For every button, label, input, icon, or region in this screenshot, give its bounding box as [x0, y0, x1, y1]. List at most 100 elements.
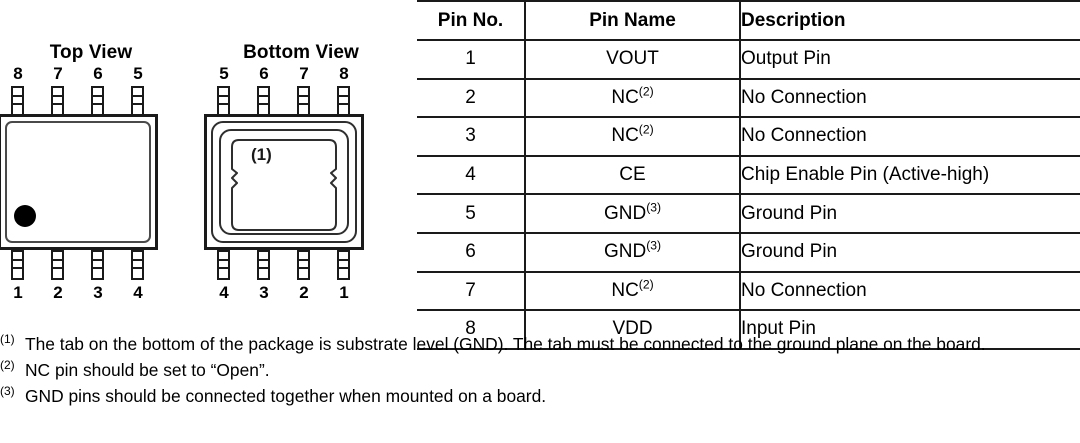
footnote-2-text: NC pin should be set to “Open”. — [25, 359, 270, 380]
bv-lead-4 — [217, 250, 230, 280]
cell-description: No Connection — [740, 116, 1080, 157]
footnotes: (1) The tab on the bottom of the package… — [0, 331, 1080, 407]
bv-pin-number-6: 6 — [259, 64, 269, 83]
bv-lead-7 — [297, 86, 310, 116]
top-view-upper-pin-numbers: 8 7 6 5 — [0, 64, 190, 84]
cell-description: Input Pin — [740, 309, 1080, 350]
cell-pin-no: 2 — [417, 77, 526, 119]
cell-pin-name: GND(3) — [525, 193, 741, 234]
bv-lead-3 — [257, 250, 270, 280]
lead-2 — [51, 250, 64, 280]
lead-7 — [51, 86, 64, 116]
pin-number-4: 4 — [133, 283, 143, 302]
pin-number-6: 6 — [93, 64, 103, 83]
cell-pin-name: CE — [525, 154, 741, 196]
bottom-view-lower-pin-numbers: 4 3 2 1 — [190, 283, 410, 303]
pin-name-footnote-mark: (3) — [646, 238, 662, 253]
lead-4 — [131, 250, 144, 280]
footnote-1-text: The tab on the bottom of the package is … — [25, 334, 986, 354]
pin-number-3: 3 — [93, 283, 103, 302]
cell-pin-name: GND(3) — [525, 231, 741, 273]
pin-number-1: 1 — [13, 283, 23, 302]
bv-pin-number-1: 1 — [339, 283, 349, 302]
lead-1 — [11, 250, 24, 280]
bv-pin-number-5: 5 — [219, 64, 229, 83]
cell-pin-name: NC(2) — [525, 116, 741, 157]
cell-pin-no: 5 — [417, 193, 526, 234]
pin-name-text: VDD — [612, 318, 653, 340]
pin-name-footnote-mark: (2) — [638, 84, 654, 99]
table-row: 1 VOUT Output Pin — [417, 39, 1080, 80]
lead-8 — [11, 86, 24, 116]
pin1-dot-icon — [14, 205, 36, 227]
lead-3 — [91, 250, 104, 280]
pin-name-text: GND — [603, 202, 647, 224]
top-view-package-body — [0, 114, 158, 250]
cell-pin-name: NC(2) — [525, 77, 741, 119]
top-view-lower-pin-numbers: 1 2 3 4 — [0, 283, 190, 303]
bv-pin-number-3: 3 — [259, 283, 269, 302]
footnote-1: (1) The tab on the bottom of the package… — [0, 332, 1080, 356]
cell-pin-no: 7 — [417, 270, 526, 312]
cell-description: Ground Pin — [740, 231, 1080, 273]
cell-pin-no: 6 — [417, 231, 526, 273]
pin-name-text: GND — [603, 241, 647, 263]
pin-number-2: 2 — [53, 283, 63, 302]
bv-pin-number-4: 4 — [219, 283, 229, 302]
bv-pin-number-7: 7 — [299, 64, 309, 83]
pin-name-text: VOUT — [606, 48, 659, 70]
footnote-3-text: GND pins should be connected together wh… — [25, 385, 547, 406]
bv-pin-number-8: 8 — [339, 64, 349, 83]
header-pin-no: Pin No. — [417, 0, 526, 41]
cell-pin-name: NC(2) — [525, 270, 741, 312]
footnote-2-mark: (2) — [0, 357, 15, 372]
pin-name-footnote-mark: (2) — [638, 123, 654, 138]
pin-name-text: CE — [619, 164, 646, 186]
exposed-tab-outline — [231, 139, 337, 231]
cell-description: No Connection — [740, 270, 1080, 312]
top-view-title: Top View — [49, 42, 133, 63]
footnote-2: (2) NC pin should be set to “Open”. — [0, 357, 1080, 382]
bottom-view-title: Bottom View — [243, 42, 359, 63]
footnote-3-mark: (3) — [0, 383, 15, 398]
cell-description: Chip Enable Pin (Active-high) — [740, 154, 1080, 196]
bv-lead-6 — [257, 86, 270, 116]
pin-name-text: NC — [611, 86, 639, 108]
cell-description: Output Pin — [740, 39, 1080, 80]
cell-description: Ground Pin — [740, 193, 1080, 234]
package-figures: Top View 8 7 6 5 1 2 3 4 — [0, 0, 415, 330]
bv-lead-1 — [337, 250, 350, 280]
lead-5 — [131, 86, 144, 116]
pin-number-8: 8 — [13, 64, 23, 83]
cell-pin-name: VOUT — [525, 39, 741, 80]
cell-pin-no: 8 — [417, 309, 526, 350]
cell-pin-no: 3 — [417, 116, 526, 157]
cell-description: No Connection — [740, 77, 1080, 119]
pin-number-5: 5 — [133, 64, 143, 83]
bottom-view-package-body: (1) — [204, 114, 364, 250]
table-row: 8 VDD Input Pin — [417, 309, 1080, 350]
pin-name-footnote-mark: (3) — [646, 200, 662, 215]
bv-lead-2 — [297, 250, 310, 280]
pin-name-text: NC — [611, 125, 639, 147]
tab-footnote-label: (1) — [251, 145, 272, 164]
pin-name-text: NC — [611, 279, 639, 301]
footnote-1-mark: (1) — [0, 332, 15, 346]
bv-lead-5 — [217, 86, 230, 116]
pin-number-7: 7 — [53, 64, 63, 83]
header-description: Description — [740, 0, 1080, 41]
pin-name-footnote-mark: (2) — [638, 277, 654, 292]
cell-pin-name: VDD — [525, 309, 741, 350]
bottom-view-upper-pin-numbers: 5 6 7 8 — [190, 64, 410, 84]
bv-lead-8 — [337, 86, 350, 116]
footnote-3: (3) GND pins should be connected togethe… — [0, 383, 1080, 408]
cell-pin-no: 1 — [417, 39, 526, 80]
bv-pin-number-2: 2 — [299, 283, 309, 302]
